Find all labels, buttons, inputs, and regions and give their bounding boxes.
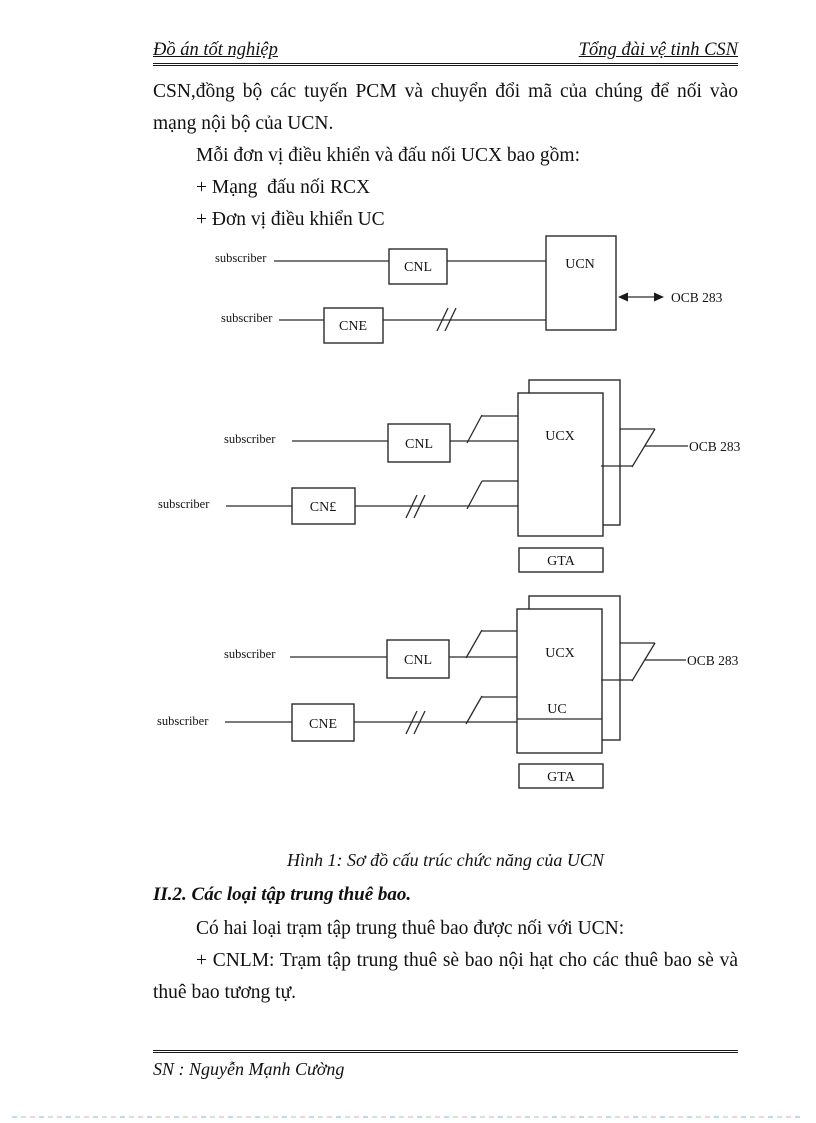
diagram-3: subscriber CNL subscriber CNE UCX UC OCB…: [157, 595, 739, 789]
ucx-label: UCX: [545, 429, 575, 444]
arrowhead-left: [618, 292, 628, 302]
split-slash: [466, 414, 483, 444]
page-header: Đồ án tốt nghiệp Tổng đài vệ tinh CSN: [153, 40, 738, 66]
uc-label: UC: [547, 702, 566, 717]
cnl-box: [388, 248, 448, 285]
trunk-slash: [631, 642, 656, 682]
bottom-dotted-rule: [12, 1116, 804, 1118]
subscriber-label: subscriber: [224, 432, 276, 446]
ocb-label: OCB 283: [689, 439, 741, 454]
page-footer: SN : Nguyễn Mạnh Cường: [153, 1050, 738, 1084]
subscriber-label: subscriber: [221, 311, 273, 325]
ucn-box: [545, 235, 617, 331]
split-slash: [466, 480, 483, 510]
section-para-2-line-1: + CNLM: Trạm tập trung thuê sè bao nội h…: [196, 950, 738, 971]
cne-label: CN£: [310, 500, 336, 515]
subscriber-label: subscriber: [158, 497, 210, 511]
cnl-box: [387, 423, 451, 463]
ucx-box: [516, 608, 603, 754]
cnl-box: [386, 639, 450, 679]
figure-caption: Hình 1: Sơ đồ cấu trúc chức năng của UCN: [287, 850, 604, 870]
cne-label: CNE: [309, 717, 337, 732]
diagram-1: subscriber CNL subscriber CNE UCN OCB 28…: [215, 235, 723, 344]
cne-box: [323, 307, 384, 344]
intro-line-5: + Đơn vị điều khiển UC: [196, 209, 385, 230]
pcm-slash-mark: [413, 494, 426, 519]
intro-line-4: + Mạng đấu nối RCX: [196, 177, 371, 198]
header-left-title: Đồ án tốt nghiệp: [153, 40, 278, 60]
arrowhead-right: [654, 292, 664, 302]
cne-box: [291, 487, 356, 525]
ucn-label: UCN: [565, 257, 595, 272]
pcm-slash-mark: [436, 307, 449, 332]
cnl-label: CNL: [405, 437, 433, 452]
intro-line-1: CSN,đồng bộ các tuyến PCM và chuyển đổi …: [153, 81, 738, 102]
diagram-2: subscriber CNL subscriber CN£ UCX OCB 28…: [158, 379, 741, 573]
gta-box: [518, 547, 604, 573]
ucx-shadow-box: [528, 379, 621, 526]
subscriber-label: subscriber: [224, 647, 276, 661]
cnl-label: CNL: [404, 260, 432, 275]
cne-box: [291, 703, 355, 742]
pcm-slash-mark: [405, 710, 418, 735]
ucx-label: UCX: [545, 646, 575, 661]
intro-line-2: mạng nội bộ của UCN.: [153, 113, 334, 134]
ocb-label: OCB 283: [687, 653, 739, 668]
pcm-slash-mark: [405, 494, 418, 519]
section-para-2-line-2: thuê bao tương tự.: [153, 982, 297, 1003]
cnl-label: CNL: [404, 653, 432, 668]
gta-label: GTA: [547, 770, 576, 785]
split-slash: [465, 629, 483, 659]
subscriber-label: subscriber: [215, 251, 267, 265]
section-para-1: Có hai loại trạm tập trung thuê bao được…: [196, 918, 625, 939]
trunk-slash: [631, 428, 656, 468]
gta-box: [518, 763, 604, 789]
pcm-slash-mark: [413, 710, 426, 735]
cne-label: CNE: [339, 319, 367, 334]
subscriber-label: subscriber: [157, 714, 209, 728]
ucx-shadow-box: [528, 595, 621, 741]
footer-author: SN : Nguyễn Mạnh Cường: [153, 1059, 345, 1079]
intro-line-3: Mỗi đơn vị điều khiển và đấu nối UCX bao…: [196, 145, 581, 166]
ucx-box: [517, 392, 604, 537]
split-slash: [465, 695, 483, 725]
gta-label: GTA: [547, 554, 576, 569]
header-right-title: Tổng đài vệ tinh CSN: [578, 40, 738, 60]
pcm-slash-mark: [444, 307, 457, 332]
section-heading: II.2. Các loại tập trung thuê bao.: [153, 884, 412, 905]
ocb-label: OCB 283: [671, 290, 723, 305]
